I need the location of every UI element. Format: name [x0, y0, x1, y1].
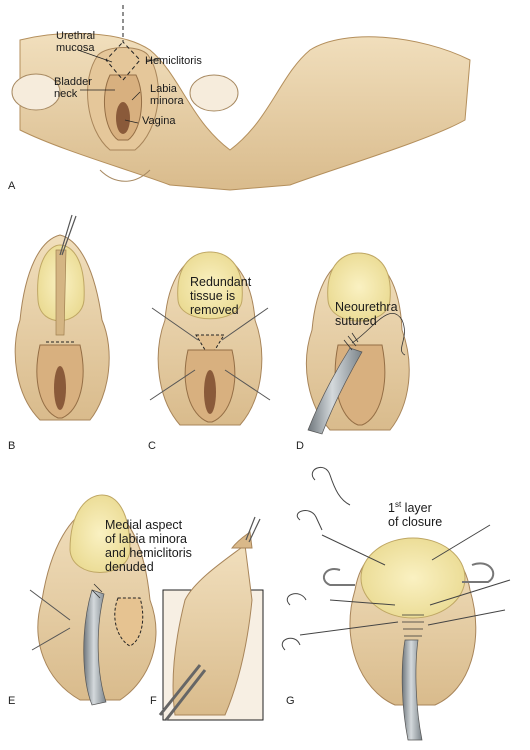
panel-letter-a: A — [8, 180, 16, 192]
stay-suture — [31, 627, 71, 651]
panel-g-illustration — [281, 466, 511, 741]
buttock-crease — [99, 169, 151, 182]
incision-line — [105, 5, 141, 81]
panel-f-illustration — [158, 516, 264, 721]
panel-b-illustration — [14, 214, 110, 421]
panel-c-opening — [204, 370, 216, 414]
stay-suture — [29, 589, 71, 621]
panel-g-field — [360, 537, 466, 619]
stay-suture — [151, 307, 199, 341]
retractor-left — [322, 568, 355, 586]
panel-d-illustration — [306, 252, 410, 435]
panel-c-redundant — [195, 334, 225, 359]
suture-row — [343, 332, 359, 351]
thumb-right — [189, 74, 239, 112]
stay-suture — [429, 579, 511, 606]
leader — [124, 119, 139, 124]
catheter — [307, 347, 363, 435]
panel-b-strip — [55, 249, 67, 336]
forceps — [59, 214, 73, 256]
suture-loop — [311, 466, 351, 506]
panel-letter-f: F — [150, 695, 157, 707]
label-vagina: Vagina — [142, 115, 176, 127]
thumb-left — [11, 73, 61, 111]
retractor-right — [462, 562, 495, 583]
panel-d-field — [327, 252, 391, 322]
leader — [77, 49, 113, 63]
stay-suture — [321, 534, 386, 566]
suture-row — [402, 614, 424, 637]
leader — [145, 57, 161, 63]
panel-c-illustration — [149, 251, 271, 426]
panel-f-flap-tip — [230, 531, 253, 549]
panel-e-denuded — [114, 597, 144, 647]
suture-loop — [281, 637, 301, 651]
forceps — [248, 518, 261, 543]
panel-a-illustration — [11, 5, 471, 191]
forceps — [61, 215, 77, 256]
stay-suture — [329, 599, 396, 606]
panel-letter-b: B — [8, 440, 16, 452]
panel-e-field — [69, 494, 131, 573]
label-hemiclitoris: Hemiclitoris — [145, 55, 202, 67]
stay-suture — [299, 621, 399, 636]
suture-loop — [286, 593, 307, 606]
stay-suture — [224, 369, 271, 401]
suture-thread — [351, 313, 406, 356]
stay-suture — [149, 369, 196, 401]
stay-suture — [431, 524, 491, 561]
panel-letter-d: D — [296, 440, 304, 452]
label-first-layer: 1st layer of closure — [388, 500, 443, 530]
panel-letter-e: E — [8, 695, 16, 707]
forceps — [245, 516, 256, 541]
panel-b-opening — [54, 366, 66, 410]
vagina-opening — [116, 102, 130, 134]
panel-letter-c: C — [148, 440, 156, 452]
suture-loop — [296, 510, 323, 531]
panel-a-body — [19, 32, 471, 191]
panel-c-field — [177, 251, 243, 320]
stay-suture — [427, 609, 506, 626]
catheter — [401, 639, 423, 741]
stay-suture — [221, 307, 269, 341]
suture-row — [91, 583, 103, 599]
panel-letter-g: G — [286, 695, 295, 707]
panel-e-illustration — [29, 494, 157, 706]
leader — [131, 91, 141, 101]
catheter — [83, 589, 107, 706]
scissors — [158, 664, 207, 721]
